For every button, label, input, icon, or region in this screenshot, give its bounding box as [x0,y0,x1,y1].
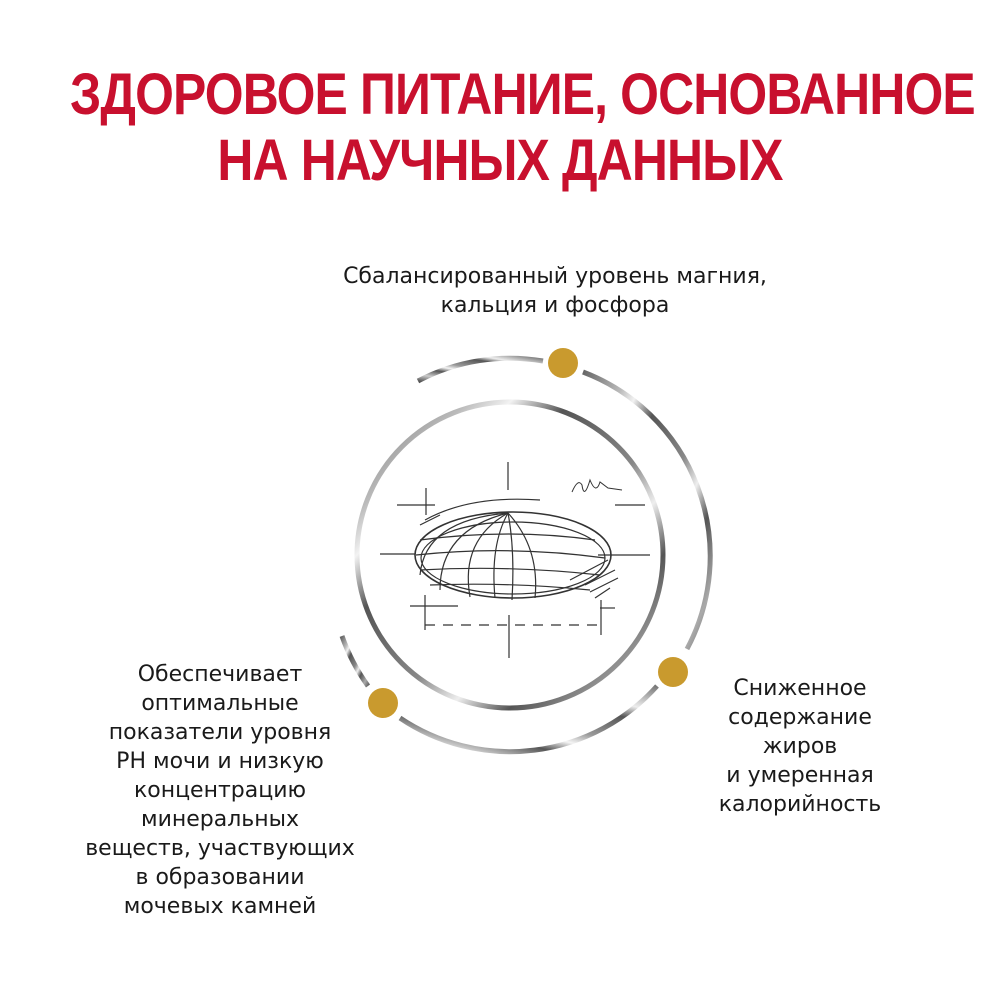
feature-text-line: Сниженное [733,676,867,701]
title-line-1: ЗДОРОВОЕ ПИТАНИЕ, ОСНОВАННОЕ [70,62,976,127]
gold-dot-top [548,348,578,378]
outer-ring-arc-right [582,369,713,651]
feature-reduced-fat: Сниженное содержание жиров и умеренная к… [690,674,910,819]
feature-text-line: Сбалансированный уровень магния, [343,264,767,289]
feature-text-line: в образовании [135,865,305,890]
feature-text-line: калорийность [718,792,882,817]
page-title: ЗДОРОВОЕ ПИТАНИЕ, ОСНОВАННОЕ НА НАУЧНЫХ … [70,62,976,194]
feature-text-line: PH мочи и низкую [116,749,324,774]
feature-text-line: содержание [728,705,872,730]
outer-ring-arc-top [416,355,544,384]
gold-dot-right [658,657,688,687]
feature-text-line: мочевых камней [123,894,317,919]
outer-ring-arc-left [339,635,371,688]
inner-ring [354,399,666,711]
feature-text-line: оптимальные [141,691,299,716]
feature-text-line: концентрацию [133,778,307,803]
feature-text-line: и умеренная [726,763,874,788]
feature-text-line: жиров [762,734,838,759]
feature-text-line: веществ, участвующих [85,836,355,861]
feature-text-line: показатели уровня [108,720,332,745]
feature-text-line: Обеспечивает [137,662,303,687]
gold-dot-left [368,688,398,718]
feature-urine-ph: Обеспечивает оптимальные показатели уров… [55,660,385,921]
feature-text-line: минеральных [140,807,300,832]
feature-text-line: кальция и фосфора [440,293,670,318]
kibble-sketch-icon [380,462,650,658]
feature-balanced-minerals: Сбалансированный уровень магния, кальция… [300,262,810,320]
outer-ring-arc-bottom [398,684,659,755]
title-line-2: НА НАУЧНЫХ ДАННЫХ [217,128,783,193]
